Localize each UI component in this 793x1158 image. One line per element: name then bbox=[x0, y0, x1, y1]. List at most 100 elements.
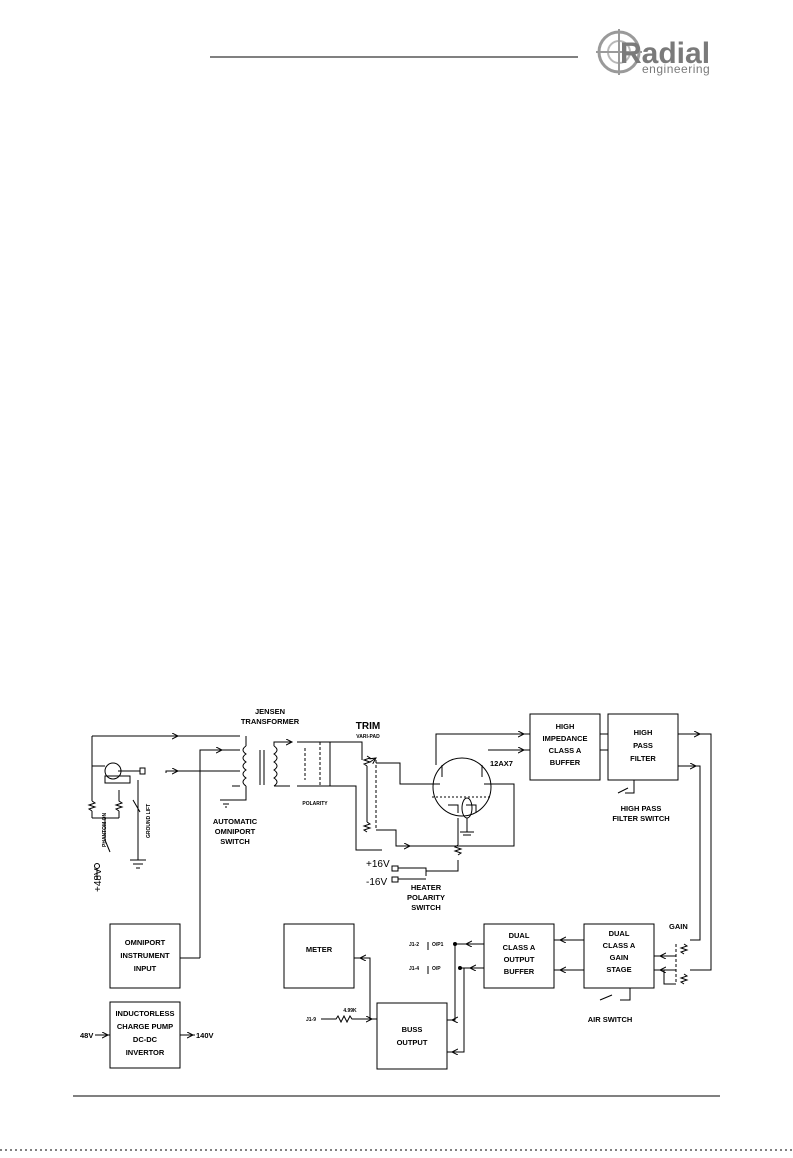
label-tube: 12AX7 bbox=[490, 759, 513, 768]
wire bbox=[678, 765, 701, 941]
output-buffer-line-3: OUTPUT bbox=[504, 955, 535, 964]
label-minus16v: -16V bbox=[366, 877, 387, 888]
charge-pump-line-1: INDUCTORLESS bbox=[115, 1009, 174, 1018]
label-140v: 140V bbox=[196, 1031, 214, 1040]
label-op2: O/P bbox=[432, 966, 441, 972]
label-j1-4: J1-4 bbox=[409, 966, 419, 972]
label-trim: TRIM bbox=[356, 721, 380, 732]
label-phantom-on: PHANTOM ON bbox=[102, 813, 108, 847]
junction-dot bbox=[458, 966, 462, 970]
transformer-core bbox=[259, 750, 265, 785]
hpf-line-3: FILTER bbox=[630, 754, 656, 763]
label-plus16v: +16V bbox=[366, 859, 390, 870]
buss-output-line-2: OUTPUT bbox=[397, 1038, 428, 1047]
junction-dot bbox=[453, 942, 457, 946]
wire bbox=[447, 944, 465, 1053]
gain-pot-1 bbox=[679, 943, 689, 955]
transformer-primary bbox=[242, 745, 247, 787]
wire bbox=[316, 741, 331, 787]
charge-pump-line-4: INVERTOR bbox=[126, 1048, 165, 1057]
block-meter bbox=[283, 923, 355, 989]
wire bbox=[132, 799, 141, 813]
wire bbox=[199, 749, 232, 958]
label-j1-9: J1-9 bbox=[306, 1017, 316, 1023]
hp-filter-switch bbox=[617, 787, 629, 794]
ground-icon bbox=[460, 818, 474, 836]
wire bbox=[104, 775, 131, 784]
logo-tagline: engineering bbox=[642, 62, 710, 76]
transformer-secondary bbox=[273, 745, 278, 787]
label-op1: O/P1 bbox=[432, 942, 444, 948]
wire bbox=[104, 818, 111, 853]
label-vari-pad: VARI-PAD bbox=[356, 734, 380, 740]
wire bbox=[139, 767, 146, 775]
buss-output-line-1: BUSS bbox=[402, 1025, 423, 1034]
label-auto-omniport-1: AUTOMATIC bbox=[213, 817, 258, 826]
label-polarity: POLARITY bbox=[302, 801, 328, 807]
wire bbox=[94, 863, 100, 869]
wire bbox=[455, 943, 484, 969]
wire bbox=[330, 741, 370, 851]
wire bbox=[426, 860, 459, 872]
trim-pot-top bbox=[362, 755, 372, 767]
wire bbox=[297, 741, 316, 787]
label-heater-2: POLARITY bbox=[407, 893, 445, 902]
gain-stage-line-3: GAIN bbox=[610, 953, 629, 962]
tube-plate bbox=[441, 765, 483, 777]
wiring bbox=[87, 733, 712, 1053]
block-omniport-input bbox=[109, 923, 181, 989]
radial-logo: Radial engineering bbox=[596, 29, 710, 76]
polarity-switch bbox=[304, 742, 321, 786]
wire-arrow bbox=[370, 758, 376, 762]
hi-buffer-line-1: HIGH bbox=[556, 722, 575, 731]
hi-buffer-line-4: BUFFER bbox=[550, 758, 581, 767]
label-gain: GAIN bbox=[669, 922, 688, 931]
gain-stage-line-4: STAGE bbox=[606, 965, 631, 974]
gain-stage-line-1: DUAL bbox=[609, 929, 630, 938]
label-hp-switch-2: FILTER SWITCH bbox=[612, 814, 669, 823]
resistor-j1-9 bbox=[321, 1014, 377, 1024]
gain-pot-2 bbox=[679, 973, 689, 985]
wire bbox=[376, 762, 440, 785]
block-output-buffer bbox=[483, 923, 555, 989]
block-hi-impedance-buffer bbox=[529, 713, 601, 781]
label-heater-3: SWITCH bbox=[411, 903, 441, 912]
label-air-switch: AIR SWITCH bbox=[588, 1015, 633, 1024]
block-high-pass-filter bbox=[607, 713, 679, 781]
label-jensen-1: JENSEN bbox=[255, 707, 285, 716]
label-hp-switch-1: HIGH PASS bbox=[621, 804, 662, 813]
tube-heater bbox=[461, 797, 473, 819]
label-48v: 48V bbox=[80, 1031, 93, 1040]
wire bbox=[600, 733, 608, 751]
charge-pump-line-3: DC-DC bbox=[133, 1035, 158, 1044]
output-buffer-line-2: CLASS A bbox=[503, 943, 536, 952]
air-switch bbox=[599, 994, 613, 1001]
trim-pot-bottom bbox=[362, 821, 372, 833]
wire bbox=[114, 790, 124, 818]
output-buffer-line-1: DUAL bbox=[509, 931, 530, 940]
wire bbox=[398, 867, 427, 880]
hi-buffer-line-3: CLASS A bbox=[549, 746, 582, 755]
hpf-line-1: HIGH bbox=[634, 728, 653, 737]
label-ground-lift: GROUND LIFT bbox=[146, 804, 152, 838]
gain-stage-line-2: CLASS A bbox=[603, 941, 636, 950]
output-buffer-line-4: BUFFER bbox=[504, 967, 535, 976]
ground-icon bbox=[220, 799, 232, 808]
tube-12ax7-icon bbox=[432, 757, 492, 817]
label-resistor-value: 4.99K bbox=[343, 1008, 357, 1014]
minus16v-terminal bbox=[391, 876, 399, 883]
wire bbox=[226, 736, 247, 801]
wire bbox=[92, 765, 140, 772]
hpf-line-2: PASS bbox=[633, 741, 653, 750]
omniport-line-2: INSTRUMENT bbox=[120, 951, 170, 960]
block-buss-output bbox=[376, 1002, 448, 1070]
wire bbox=[435, 733, 530, 765]
heater-resistor bbox=[453, 844, 463, 856]
wire bbox=[625, 780, 635, 794]
label-auto-omniport-3: SWITCH bbox=[220, 837, 250, 846]
wire bbox=[678, 733, 712, 971]
meter-line-1: METER bbox=[306, 945, 333, 954]
wire bbox=[620, 988, 631, 1001]
